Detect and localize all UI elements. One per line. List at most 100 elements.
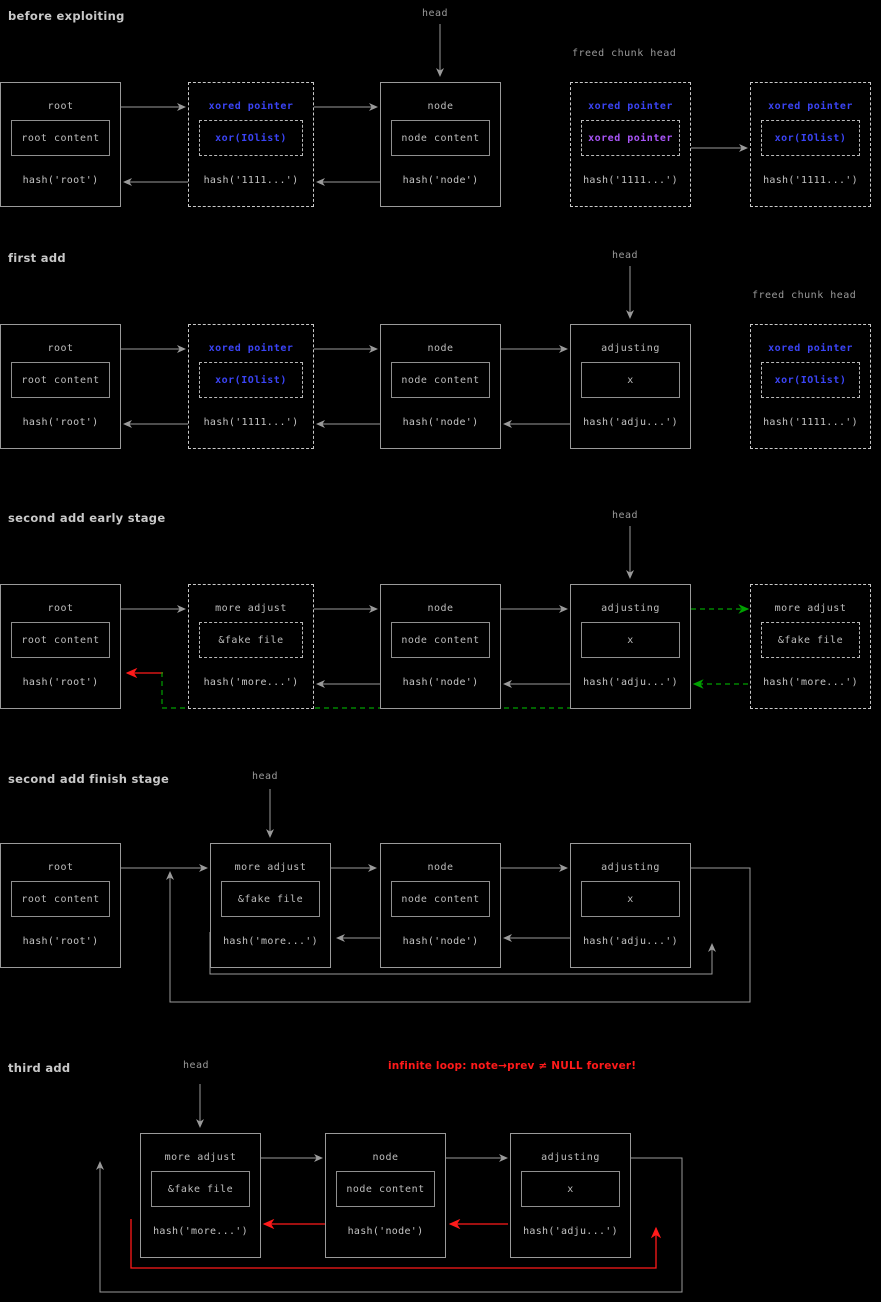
box-hash: hash('1111...') [203,417,299,428]
section-title-second-add-finish: second add finish stage [8,772,170,786]
box-hash: hash('1111...') [203,175,299,186]
box-inner-field[interactable]: node content [336,1171,435,1207]
row2-arrows [121,266,634,428]
caption-head-row4: head [252,771,279,782]
box-inner-field[interactable]: x [581,362,680,398]
box-xored-pointer-row1[interactable]: xored pointer xor(IOlist) hash('1111...'… [188,82,314,207]
box-node-row5[interactable]: node node content hash('node') [325,1133,446,1258]
box-inner-field[interactable]: root content [11,622,110,658]
box-inner-field[interactable]: node content [391,120,490,156]
box-inner-field[interactable]: xor(IOlist) [761,362,860,398]
box-title: more adjust [164,1152,237,1163]
box-inner-field[interactable]: node content [391,881,490,917]
box-title: xored pointer [208,343,294,354]
box-root-row2[interactable]: root root content hash('root') [0,324,121,449]
box-hash: hash('1111...') [763,417,858,428]
box-inner-label: root content [21,893,100,905]
box-hash: hash('more...') [763,677,858,688]
box-title: more adjust [234,862,307,873]
box-inner-label: xor(IOlist) [774,374,847,386]
box-title: root [47,343,74,354]
caption-freed-chunk-head-row1: freed chunk head [572,48,677,59]
box-more-adjust-row5[interactable]: more adjust &fake file hash('more...') [140,1133,261,1258]
box-inner-field[interactable]: &fake file [221,881,320,917]
box-hash: hash('adju...') [523,1226,618,1237]
box-inner-field[interactable]: &fake file [199,622,303,658]
box-inner-label: &fake file [237,893,304,905]
box-hash: hash('node') [402,175,479,186]
box-hash: hash('more...') [203,677,299,688]
box-adjusting-row4[interactable]: adjusting x hash('adju...') [570,843,691,968]
box-more-adjust-2-row3[interactable]: more adjust &fake file hash('more...') [750,584,871,709]
box-inner-field[interactable]: xor(IOlist) [199,362,303,398]
box-inner-field[interactable]: node content [391,362,490,398]
box-inner-field[interactable]: root content [11,120,110,156]
box-title: xored pointer [768,101,853,112]
box-node-row4[interactable]: node node content hash('node') [380,843,501,968]
box-title: xored pointer [208,101,294,112]
box-node-row2[interactable]: node node content hash('node') [380,324,501,449]
box-inner-field[interactable]: &fake file [151,1171,250,1207]
box-hash: hash('root') [22,936,99,947]
box-inner-label: node content [401,893,480,905]
caption-head-row3: head [612,510,639,521]
box-inner-field[interactable]: root content [11,362,110,398]
box-root-row4[interactable]: root root content hash('root') [0,843,121,968]
box-inner-field[interactable]: x [581,622,680,658]
box-inner-field[interactable]: xored pointer [581,120,680,156]
box-inner-label: node content [401,132,480,144]
row3-arrows [121,526,634,688]
box-inner-field[interactable]: &fake file [761,622,860,658]
box-title: xored pointer [588,101,673,112]
box-inner-field[interactable]: xor(IOlist) [761,120,860,156]
box-hash: hash('node') [402,936,479,947]
box-inner-label: x [627,893,634,905]
box-hash: hash('root') [22,677,99,688]
box-inner-field[interactable]: x [521,1171,620,1207]
box-xored-pointer-row2[interactable]: xored pointer xor(IOlist) hash('1111...'… [188,324,314,449]
box-inner-label: node content [346,1183,425,1195]
box-title: adjusting [541,1152,600,1163]
box-title: root [47,101,74,112]
box-inner-label: xor(IOlist) [774,132,847,144]
box-hash: hash('more...') [223,936,318,947]
box-title: adjusting [601,343,660,354]
box-inner-label: x [567,1183,574,1195]
caption-head-row2: head [612,250,639,261]
box-freed-chunk-2-row1[interactable]: xored pointer xor(IOlist) hash('1111...'… [750,82,871,207]
box-inner-label: x [627,374,634,386]
box-inner-field[interactable]: root content [11,881,110,917]
box-title: node [427,101,454,112]
box-node-row1[interactable]: node node content hash('node') [380,82,501,207]
box-hash: hash('adju...') [583,936,678,947]
caption-freed-chunk-head-row2: freed chunk head [752,290,857,301]
section-title-before-exploiting: before exploiting [8,9,125,23]
box-inner-label: xored pointer [588,132,673,144]
box-inner-label: x [627,634,634,646]
box-hash: hash('more...') [153,1226,248,1237]
box-inner-field[interactable]: node content [391,622,490,658]
box-adjusting-row3[interactable]: adjusting x hash('adju...') [570,584,691,709]
box-title: root [47,603,74,614]
box-more-adjust-row4[interactable]: more adjust &fake file hash('more...') [210,843,331,968]
box-more-adjust-1-row3[interactable]: more adjust &fake file hash('more...') [188,584,314,709]
box-inner-field[interactable]: xor(IOlist) [199,120,303,156]
box-hash: hash('1111...') [763,175,858,186]
box-inner-label: &fake file [777,634,844,646]
box-adjusting-row2[interactable]: adjusting x hash('adju...') [570,324,691,449]
box-root-row3[interactable]: root root content hash('root') [0,584,121,709]
box-inner-label: xor(IOlist) [215,132,287,144]
box-inner-label: node content [401,634,480,646]
box-root-row1[interactable]: root root content hash('root') [0,82,121,207]
box-freed-chunk-row2[interactable]: xored pointer xor(IOlist) hash('1111...'… [750,324,871,449]
box-node-row3[interactable]: node node content hash('node') [380,584,501,709]
box-hash: hash('node') [347,1226,424,1237]
box-adjusting-row5[interactable]: adjusting x hash('adju...') [510,1133,631,1258]
box-title: adjusting [601,603,660,614]
box-inner-field[interactable]: x [581,881,680,917]
box-title: adjusting [601,862,660,873]
box-freed-chunk-1-row1[interactable]: xored pointer xored pointer hash('1111..… [570,82,691,207]
box-title: node [427,862,454,873]
